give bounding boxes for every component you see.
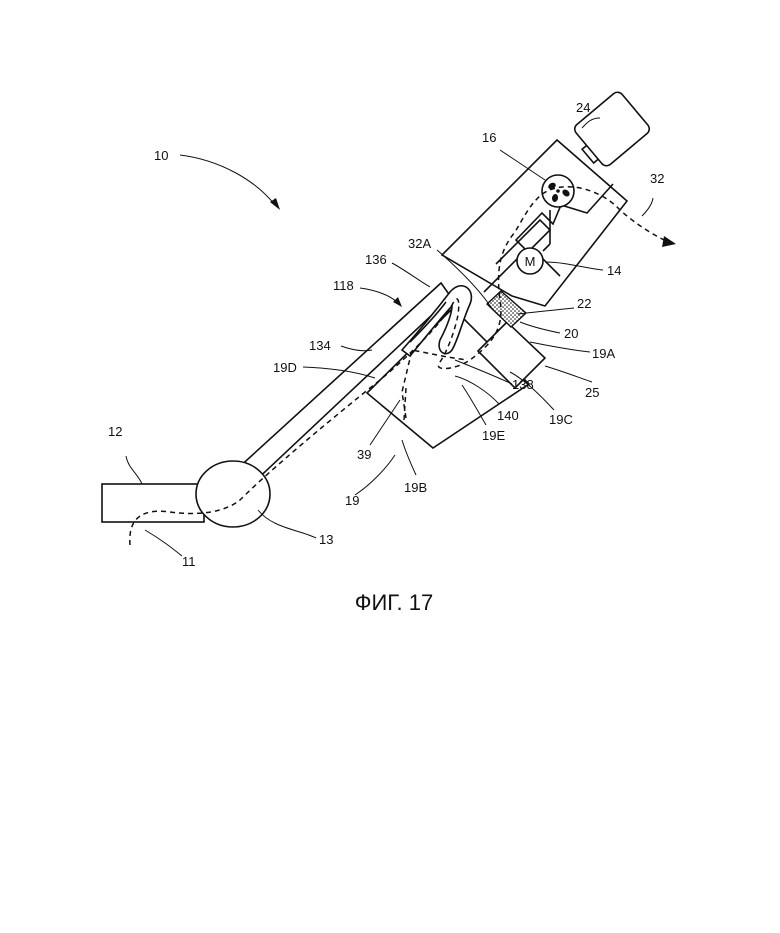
label-16: 16 <box>482 130 496 145</box>
label-19B: 19B <box>404 480 427 495</box>
leader-118 <box>360 288 398 303</box>
label-14: 14 <box>607 263 621 278</box>
motor-label: M <box>525 254 536 269</box>
label-24: 24 <box>576 100 590 115</box>
label-19E: 19E <box>482 428 505 443</box>
leader-10 <box>180 155 275 205</box>
label-10: 10 <box>154 148 168 163</box>
label-138: 138 <box>512 377 534 392</box>
label-20: 20 <box>564 326 578 341</box>
label-19D: 19D <box>273 360 297 375</box>
label-25: 25 <box>585 385 599 400</box>
label-118: 118 <box>333 278 354 293</box>
label-32A: 32A <box>408 236 431 251</box>
label-22: 22 <box>577 296 591 311</box>
label-19A: 19A <box>592 346 615 361</box>
label-11: 11 <box>182 554 196 569</box>
cleaner-head <box>102 484 204 522</box>
label-134: 134 <box>309 338 331 353</box>
label-39: 39 <box>357 447 371 462</box>
label-140: 140 <box>497 408 519 423</box>
label-136: 136 <box>365 252 387 267</box>
label-12: 12 <box>108 424 122 439</box>
airflow-arrowhead <box>662 236 676 247</box>
label-19C: 19C <box>549 412 573 427</box>
figure-caption: ФИГ. 17 <box>355 590 433 615</box>
label-19: 19 <box>345 493 359 508</box>
label-13: 13 <box>319 532 333 547</box>
label-32: 32 <box>650 171 664 186</box>
ball-joint <box>196 461 270 527</box>
